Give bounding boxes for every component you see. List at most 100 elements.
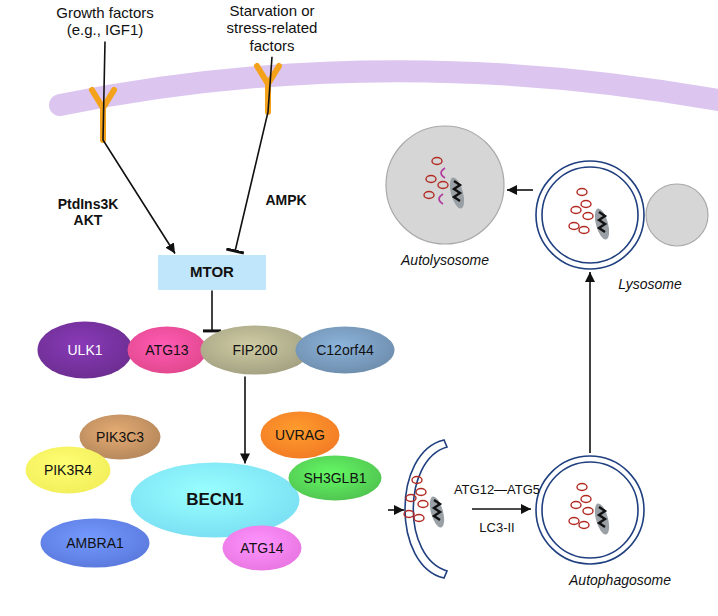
protein-ellipse: AMBRA1 <box>40 518 150 568</box>
cargo-ring <box>438 182 448 189</box>
node-text: Autolysosome <box>401 252 489 268</box>
cargo-ring <box>569 518 579 525</box>
node-text: FIP200 <box>232 342 277 358</box>
signal-connector <box>244 377 246 464</box>
inner-membrane <box>542 462 638 558</box>
node-text: PIK3C3 <box>96 429 144 445</box>
cargo-ring <box>583 213 593 220</box>
stimulus-text: Growth factors (e.g., IGF1) <box>43 4 167 39</box>
flow-arrow <box>472 508 531 510</box>
mitochondrion-cristae <box>454 181 460 201</box>
node-text: BECN1 <box>186 490 244 510</box>
vesicle-drawing <box>535 455 645 565</box>
mitochondrion <box>592 502 612 536</box>
vesicle-drawing <box>535 160 709 270</box>
degraded-cargo <box>441 168 445 178</box>
step-label: ATG12—ATG5 <box>454 483 540 498</box>
protein-ellipse: ULK1 <box>37 321 133 379</box>
protein-ellipse: FIP200 <box>200 325 310 375</box>
signal-connector <box>589 272 591 453</box>
node-text: Starvation or stress-related factors <box>212 2 332 54</box>
signal-connector <box>235 57 272 252</box>
mitochondrion <box>427 495 447 529</box>
cargo-ring <box>577 484 587 491</box>
lysosome-shape <box>646 184 708 246</box>
protein-ellipse-shape <box>289 456 382 501</box>
node-text: Lysosome <box>618 276 682 292</box>
cargo-ring <box>581 496 591 503</box>
node-text: ULK1 <box>67 342 102 358</box>
cargo-ring <box>412 477 422 484</box>
degraded-cargo <box>439 194 443 204</box>
cargo-ring <box>577 189 587 196</box>
node-text: ATG14 <box>240 540 283 556</box>
lysosome-fusion-circle: Lysosome <box>535 160 709 270</box>
autolysosome-shape <box>386 126 504 244</box>
mitochondrion-cristae <box>599 507 605 527</box>
cargo-ring <box>571 207 581 214</box>
step-label: LC3-II <box>479 521 514 536</box>
pathway-label: PtdIns3K AKT <box>51 196 125 228</box>
cargo-ring <box>581 201 591 208</box>
kinase-box-shape <box>158 255 266 290</box>
autolysosome-circle: Autolysosome <box>385 125 505 245</box>
mitochondrion <box>447 176 467 210</box>
cargo-ring <box>424 192 434 199</box>
stimulus-text: Starvation or stress-related factors <box>212 2 332 54</box>
cargo-ring <box>583 508 593 515</box>
cargo-ring <box>406 495 416 502</box>
signal-connector <box>211 291 213 332</box>
protein-ellipse-shape <box>26 447 111 494</box>
cargo-ring <box>414 515 424 522</box>
protein-ellipse-shape <box>38 322 133 379</box>
protein-ellipse: UVRAG <box>260 411 340 459</box>
node-text: PIK3R4 <box>44 462 92 478</box>
mitochondrion <box>592 207 612 241</box>
cell-membrane <box>60 71 718 105</box>
signal-connector <box>103 42 175 254</box>
node-text: Growth factors (e.g., IGF1) <box>43 4 167 39</box>
protein-ellipse-shape <box>131 463 300 538</box>
vesicle-drawing <box>385 125 505 245</box>
protein-ellipse-shape <box>128 327 207 374</box>
phagophore-membrane <box>405 440 447 578</box>
cargo-ring <box>571 502 581 509</box>
node-text: C12orf44 <box>316 342 374 358</box>
mitochondrion-cristae <box>599 212 605 232</box>
outer-membrane <box>536 161 644 269</box>
protein-ellipse: C12orf44 <box>295 326 395 374</box>
protein-ellipse-shape <box>41 519 150 568</box>
flow-arrow <box>388 509 404 511</box>
protein-ellipse-shape <box>223 526 302 571</box>
node-text: MTOR <box>190 263 234 280</box>
protein-ellipse: ATG13 <box>127 326 207 374</box>
protein-ellipse-shape <box>296 327 395 374</box>
protein-ellipse-shape <box>261 412 340 459</box>
cargo-ring <box>569 223 579 230</box>
protein-ellipse-shape <box>201 326 310 375</box>
node-text: ATG13 <box>145 342 188 358</box>
kinase-box: MTOR <box>158 255 266 290</box>
cargo-ring <box>404 511 414 518</box>
signal-connector <box>507 189 533 191</box>
node-text: AMBRA1 <box>66 535 124 551</box>
cargo-ring <box>432 158 442 165</box>
protein-ellipse: SH3GLB1 <box>288 455 382 501</box>
inner-membrane <box>542 167 638 263</box>
protein-ellipse: PIK3R4 <box>25 446 111 494</box>
pathway-label: AMPK <box>256 192 316 208</box>
cargo-ring <box>579 227 589 234</box>
cargo <box>404 477 447 530</box>
mitochondrion-cristae <box>434 500 440 520</box>
autophagosome-circle: Autophagosome <box>535 455 645 565</box>
protein-ellipse: BECN1 <box>130 462 300 538</box>
node-text: SH3GLB1 <box>303 470 366 486</box>
protein-ellipse: ATG14 <box>222 525 302 571</box>
node-text: Autophagosome <box>569 572 671 588</box>
cargo-ring <box>579 522 589 529</box>
node-text: UVRAG <box>275 427 325 443</box>
cargo-ring <box>418 501 428 508</box>
cargo-ring <box>416 489 426 496</box>
outer-membrane <box>536 456 644 564</box>
